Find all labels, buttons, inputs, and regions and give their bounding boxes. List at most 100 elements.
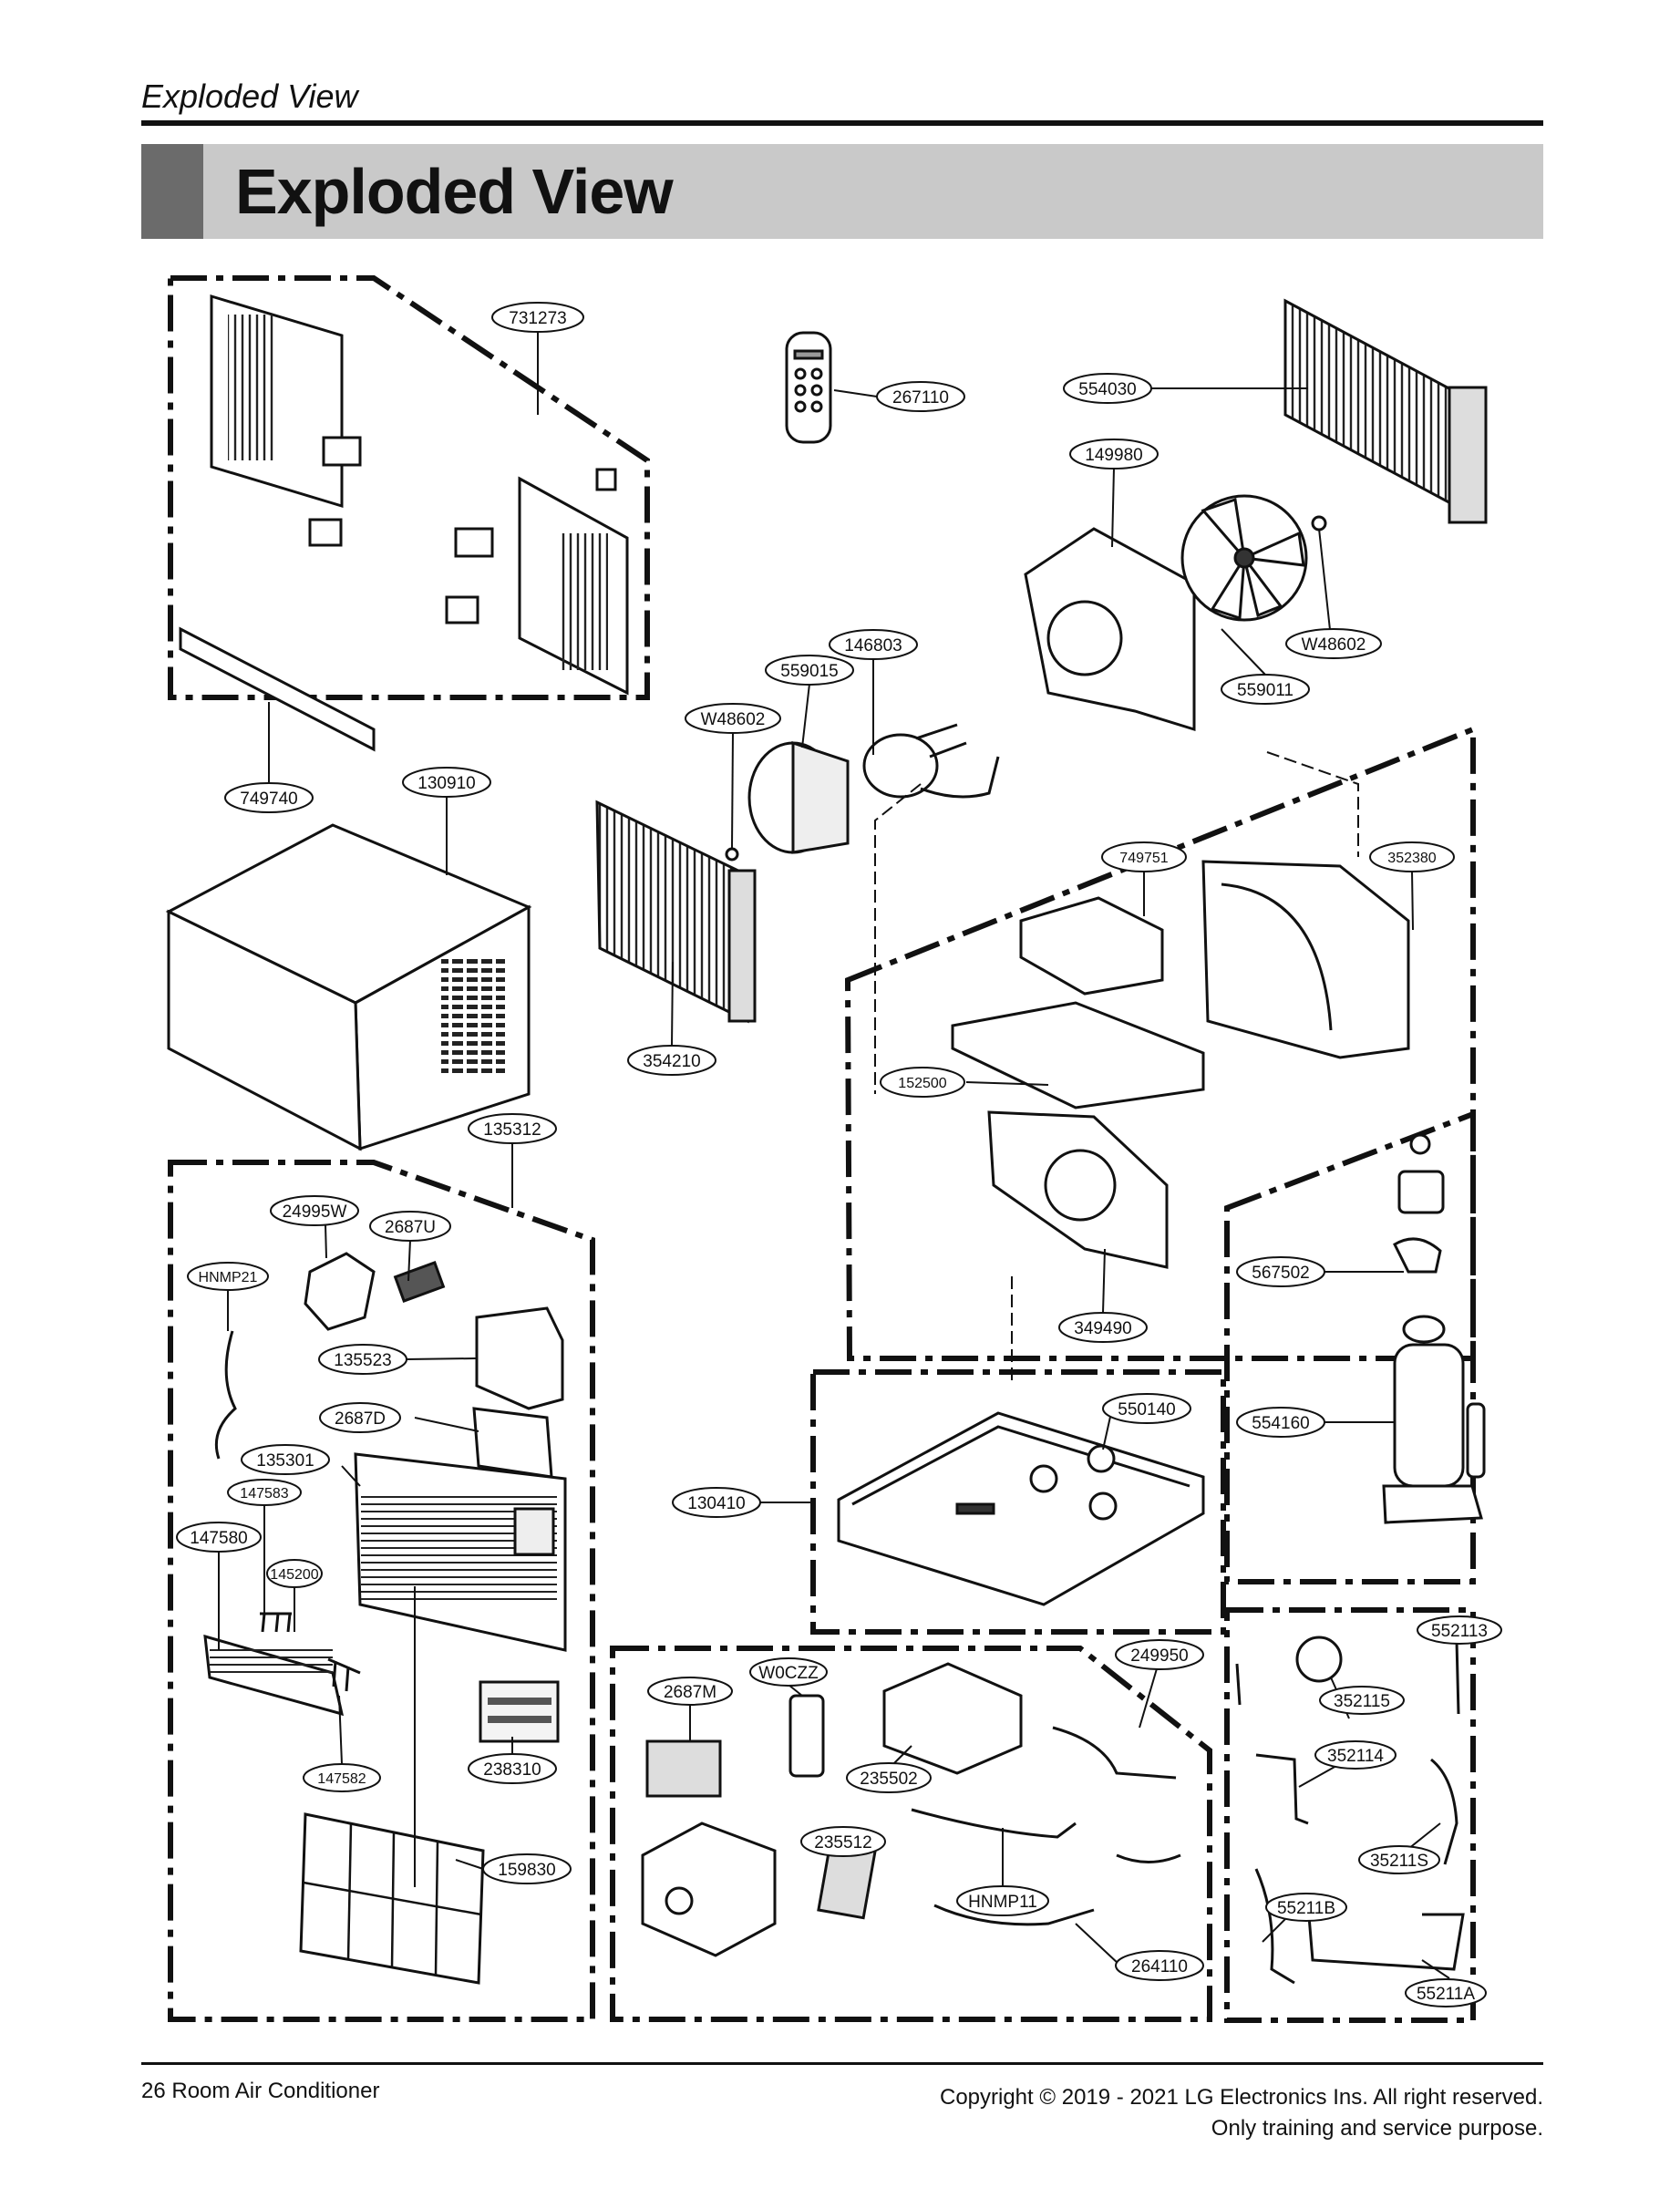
callout-135301: 135301 xyxy=(241,1444,330,1475)
callout-HNMP21: HNMP21 xyxy=(187,1262,269,1291)
callout-text: 731273 xyxy=(509,309,566,328)
display-decal xyxy=(479,1680,560,1743)
control-keypad xyxy=(513,1507,555,1556)
callout-text: 550140 xyxy=(1118,1400,1175,1419)
callout-text: 567502 xyxy=(1252,1264,1309,1283)
pipe-35211S xyxy=(1430,1758,1458,1865)
footer-page-info: 26 Room Air Conditioner xyxy=(141,2079,380,2103)
callout-text: 2687D xyxy=(335,1409,386,1429)
callout-149980: 149980 xyxy=(1069,439,1159,470)
footer-purpose: Only training and service purpose. xyxy=(1211,2116,1543,2141)
callout-text: 146803 xyxy=(844,636,902,655)
footer-copyright-block: Copyright © 2019 - 2021 LG Electronics I… xyxy=(940,2082,1543,2144)
grommet-b xyxy=(1087,1444,1116,1473)
callout-HNMP11: HNMP11 xyxy=(956,1885,1049,1916)
louver-link-b xyxy=(327,1657,361,1692)
compressor-terminal-cover xyxy=(1397,1170,1445,1214)
footer-rule xyxy=(141,2062,1543,2065)
callout-text: 249950 xyxy=(1130,1646,1188,1666)
assembly-guide-b xyxy=(1266,751,1359,857)
group-boundary-refrigeration-pipes xyxy=(1224,1607,1476,2023)
bracket-a xyxy=(322,436,362,467)
callout-text: HNMP21 xyxy=(199,1270,258,1285)
clip-ring-a xyxy=(1311,515,1327,532)
callout-text: 159830 xyxy=(498,1861,555,1880)
scroll-curve xyxy=(1221,882,1333,1031)
callout-text: 559011 xyxy=(1237,681,1293,700)
callout-text: 352380 xyxy=(1387,851,1436,866)
callout-235502: 235502 xyxy=(846,1762,932,1793)
motor-wire xyxy=(920,756,1000,799)
base-pan-rim xyxy=(851,1425,1190,1506)
callout-55211A: 55211A xyxy=(1405,1978,1487,2007)
callout-352114: 352114 xyxy=(1314,1740,1397,1770)
callout-text: 349490 xyxy=(1074,1319,1131,1338)
callout-text: 267110 xyxy=(892,388,949,408)
drain-tray xyxy=(1019,896,1164,996)
callout-text: 238310 xyxy=(483,1760,541,1780)
evaporator-coil-end xyxy=(727,869,757,1023)
callout-text: 235512 xyxy=(814,1833,871,1853)
scroll-housing xyxy=(1201,860,1410,1059)
callout-text: 147582 xyxy=(317,1771,366,1787)
grommet-c xyxy=(1088,1491,1118,1521)
callout-152500: 152500 xyxy=(880,1067,965,1098)
capacitor xyxy=(788,1694,825,1778)
curtain-fins-right xyxy=(558,533,608,670)
deflector-louvers xyxy=(210,1648,333,1676)
grommet-a xyxy=(1029,1464,1058,1493)
bracket-c xyxy=(308,518,343,547)
pipe-55211B xyxy=(1254,1868,1295,1985)
callout-554030: 554030 xyxy=(1063,373,1152,404)
orifice-ring xyxy=(1044,1149,1117,1222)
group-boundary-installation-kit xyxy=(168,275,650,700)
foam-seal-strip xyxy=(179,626,376,752)
clip-ring-b xyxy=(725,847,739,862)
callout-text: W48602 xyxy=(1302,635,1366,655)
callout-2687U: 2687U xyxy=(369,1211,451,1242)
harness-249950 xyxy=(1052,1726,1177,1780)
callout-135523: 135523 xyxy=(318,1344,407,1375)
motor-body xyxy=(862,733,939,799)
callout-text: 352115 xyxy=(1334,1692,1390,1711)
callout-267110: 267110 xyxy=(876,381,965,412)
bracket-b xyxy=(454,527,494,558)
callout-35211S: 35211S xyxy=(1358,1845,1440,1874)
callout-text: 149980 xyxy=(1085,446,1142,465)
callout-552113: 552113 xyxy=(1417,1615,1502,1645)
callout-text: 147580 xyxy=(190,1529,247,1548)
callout-135312: 135312 xyxy=(468,1113,557,1144)
callout-text: 2687U xyxy=(385,1218,436,1237)
callout-text: 235502 xyxy=(860,1770,917,1789)
callout-2687M: 2687M xyxy=(647,1677,733,1706)
callout-147582: 147582 xyxy=(303,1763,381,1792)
accumulator xyxy=(1466,1402,1486,1479)
callout-text: W0CZZ xyxy=(758,1664,819,1683)
callout-24995W: 24995W xyxy=(270,1195,359,1226)
callout-749751: 749751 xyxy=(1101,841,1187,872)
display-pcb xyxy=(393,1261,446,1303)
callout-264110: 264110 xyxy=(1115,1950,1204,1981)
harness-b xyxy=(1116,1853,1181,1863)
overload-clip xyxy=(1393,1237,1442,1274)
condenser-coil-end xyxy=(1448,386,1488,524)
callout-text: 354210 xyxy=(643,1052,700,1071)
callout-text: 130410 xyxy=(687,1494,745,1513)
callout-text: 55211B xyxy=(1277,1899,1335,1918)
control-chassis xyxy=(951,1001,1205,1109)
callout-text: 35211S xyxy=(1370,1852,1428,1871)
footer-copyright: Copyright © 2019 - 2021 LG Electronics I… xyxy=(939,2085,1543,2110)
callout-352115: 352115 xyxy=(1319,1686,1405,1715)
callout-text: HNMP11 xyxy=(968,1893,1037,1912)
harness-264110 xyxy=(933,1904,1095,1926)
callout-2687D: 2687D xyxy=(319,1402,401,1433)
wire-harness-hnmp21 xyxy=(214,1330,237,1460)
callout-text: 152500 xyxy=(898,1076,946,1091)
callout-349490: 349490 xyxy=(1058,1312,1148,1343)
callout-text: 554160 xyxy=(1252,1414,1309,1433)
callout-146803: 146803 xyxy=(829,629,918,660)
callout-text: 749751 xyxy=(1119,851,1168,866)
callout-text: 559015 xyxy=(780,662,838,681)
callout-554160: 554160 xyxy=(1236,1407,1325,1438)
